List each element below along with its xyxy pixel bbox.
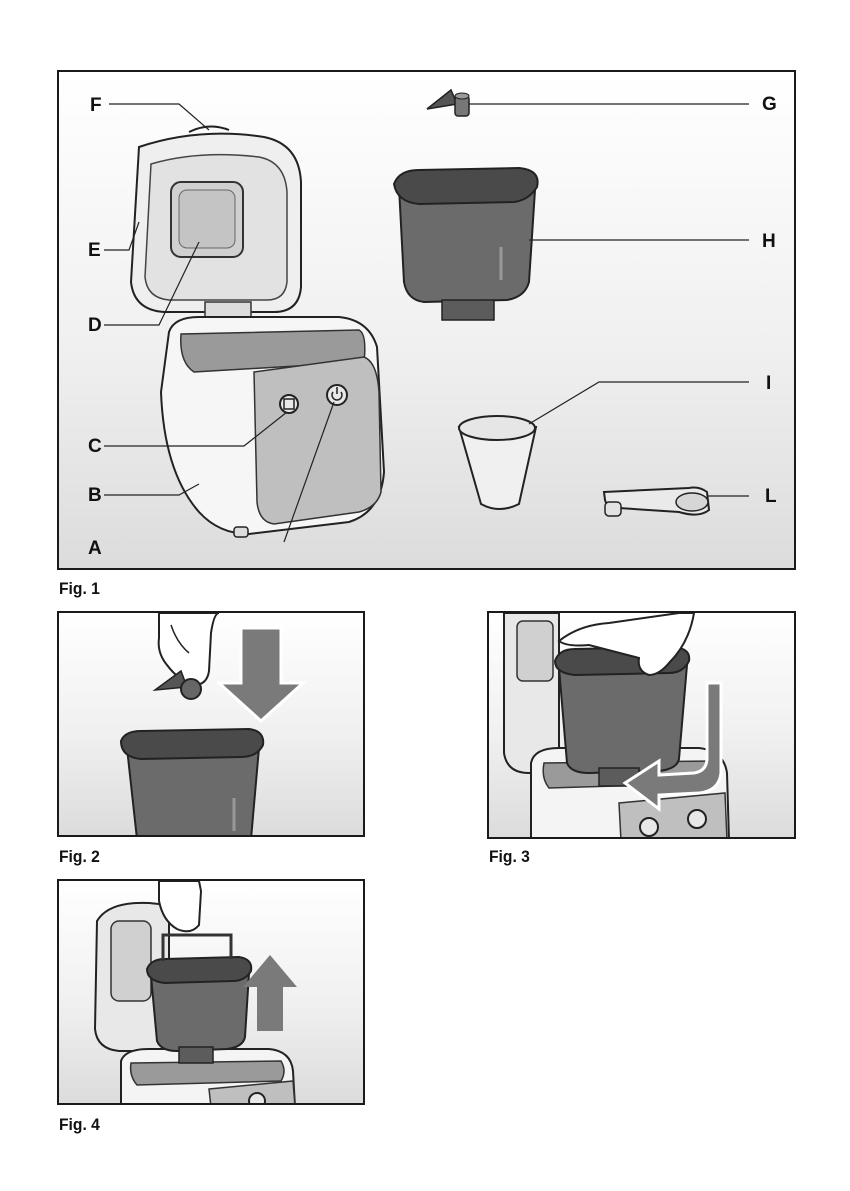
figure-4-panel — [57, 879, 365, 1105]
figure-2-illustration — [59, 613, 365, 837]
label-b: B — [88, 486, 102, 505]
measuring-cup — [459, 416, 536, 509]
kneading-paddle — [427, 90, 469, 116]
figure-1-panel: F E D C B A G H I L — [57, 70, 796, 570]
label-i: I — [766, 374, 771, 393]
figure-3-illustration — [489, 613, 796, 839]
label-l: L — [765, 487, 777, 506]
label-a: A — [88, 539, 102, 558]
bread-machine-lid — [131, 126, 301, 318]
figure-4-caption: Fig. 4 — [59, 1115, 100, 1135]
baking-pan — [394, 168, 538, 320]
figure-2-panel — [57, 611, 365, 837]
figure-3-caption: Fig. 3 — [489, 847, 530, 867]
figure-2-caption: Fig. 2 — [59, 847, 100, 867]
label-h: H — [762, 232, 776, 251]
baking-pan — [147, 935, 251, 1063]
bread-machine-body — [161, 317, 384, 537]
figure-1-illustration — [59, 72, 796, 570]
figure-1-caption: Fig. 1 — [59, 579, 100, 599]
hand-icon — [159, 613, 219, 685]
figure-3-panel — [487, 611, 796, 839]
label-f: F — [90, 96, 102, 115]
baking-pan — [121, 729, 263, 837]
figure-4-illustration — [59, 881, 365, 1105]
down-arrow-icon — [219, 628, 303, 721]
label-c: C — [88, 437, 102, 456]
measuring-spoon — [604, 488, 709, 517]
label-d: D — [88, 316, 102, 335]
baking-pan — [555, 647, 689, 786]
label-e: E — [88, 241, 101, 260]
label-g: G — [762, 95, 777, 114]
